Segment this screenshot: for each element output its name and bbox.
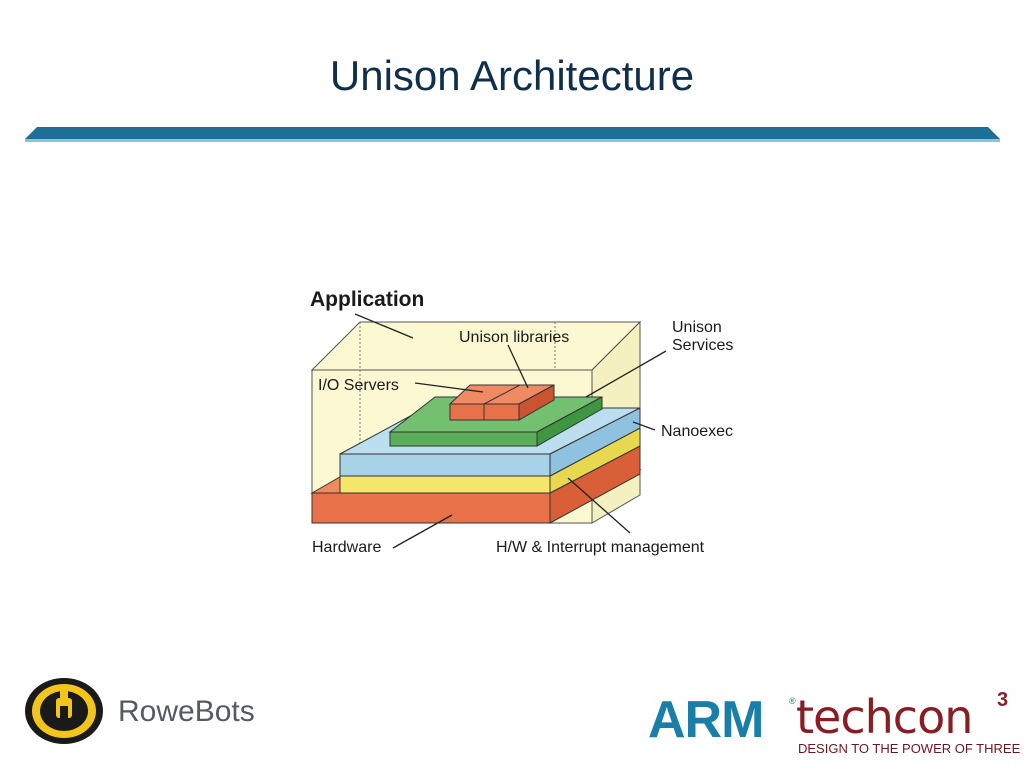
libraries-blocks (448, 384, 555, 421)
application-label: Application (310, 288, 424, 311)
architecture-diagram: Application Unison libraries Unison Serv… (310, 288, 733, 556)
io-servers-label: I/O Servers (318, 377, 399, 394)
title-divider-bar (25, 127, 1000, 142)
arm-logo-text: ARM (648, 691, 764, 749)
nanoexec-label: Nanoexec (661, 423, 733, 440)
techcon-tagline: DESIGN TO THE POWER OF THREE (798, 741, 1021, 756)
unison-libraries-label: Unison libraries (459, 329, 569, 346)
slide-title: Unison Architecture (329, 52, 695, 99)
services-layer (388, 396, 603, 447)
hw-interrupt-label: H/W & Interrupt management (496, 539, 705, 556)
unison-services-label-line1: Unison (672, 319, 722, 336)
rowebots-logo-text: RoweBots (118, 695, 255, 728)
leader-lines (354, 313, 667, 549)
arm-registered-mark: ® (789, 696, 796, 706)
unison-services-label-line2: Services (672, 337, 733, 354)
rowebots-logo-icon (25, 678, 103, 744)
techcon-logo-text: techcon (796, 690, 973, 744)
hardware-label: Hardware (312, 539, 381, 556)
techcon-superscript: 3 (997, 689, 1009, 711)
